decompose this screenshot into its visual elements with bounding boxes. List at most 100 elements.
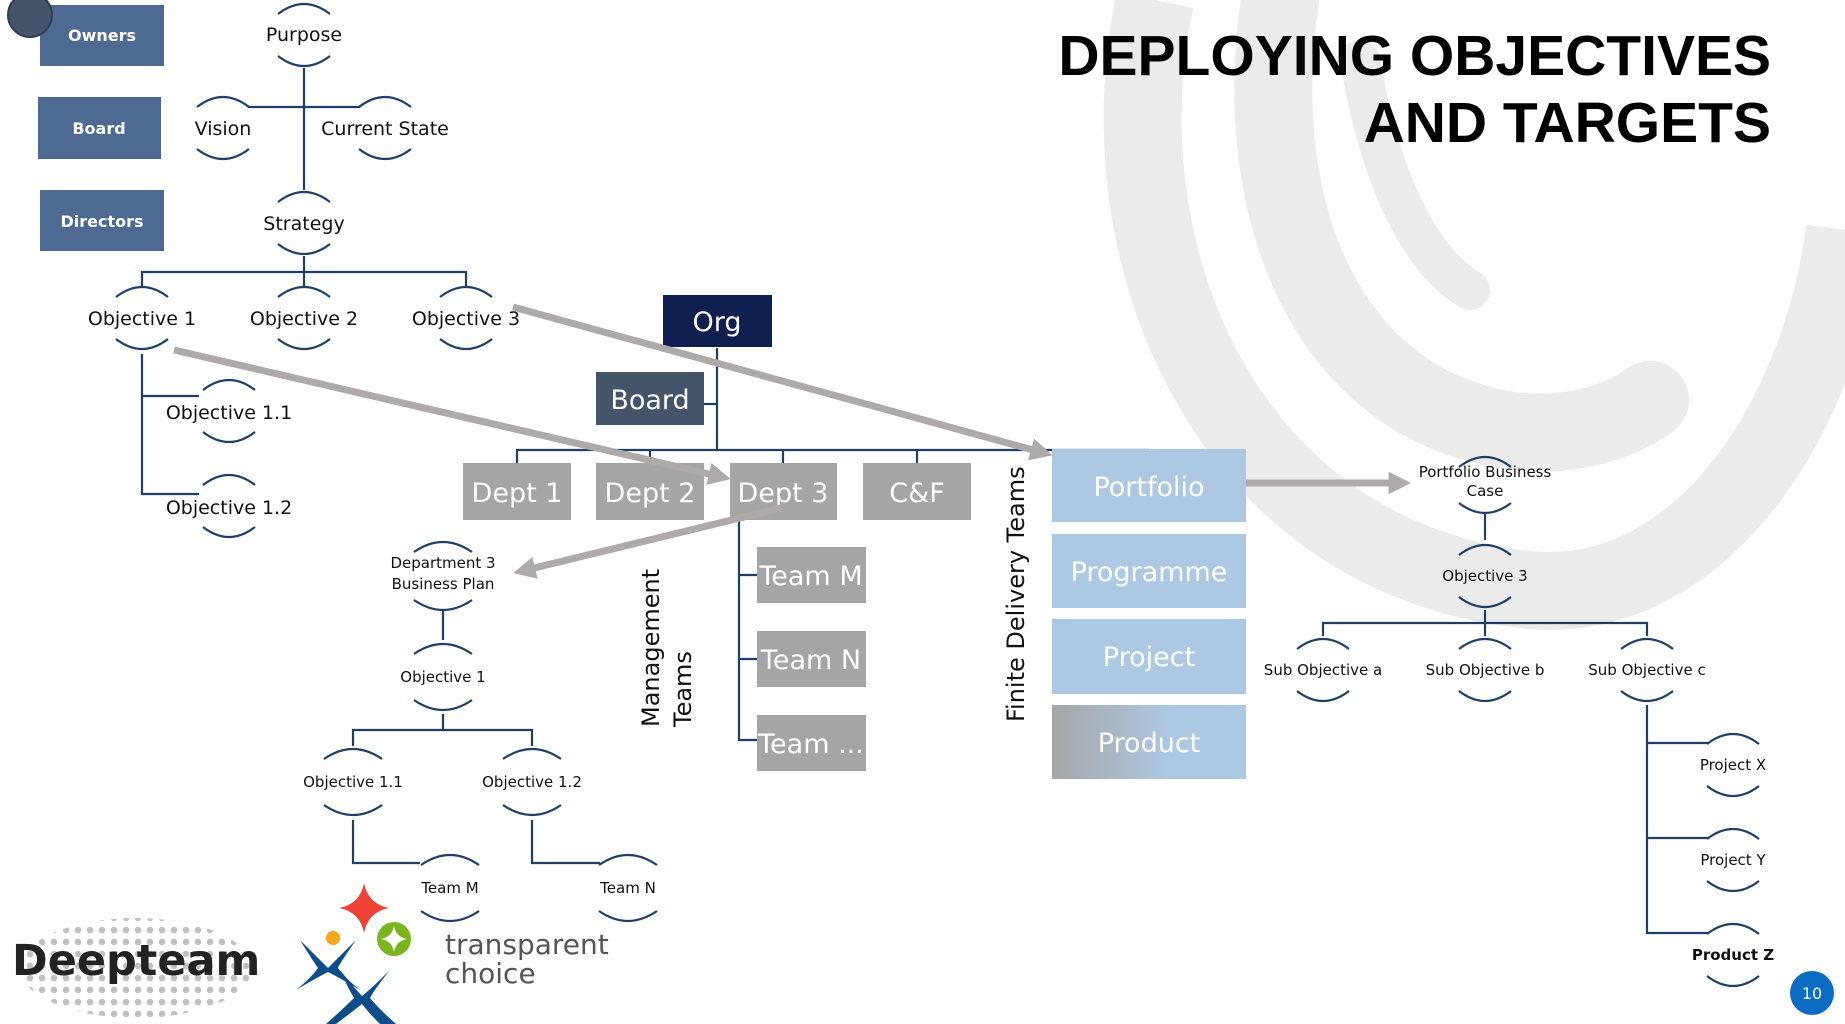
board-label: Board — [610, 385, 689, 416]
node-arc-top-sub-objective-a — [1296, 637, 1350, 650]
node-arc-bottom-dept-objective-1-2 — [502, 804, 562, 816]
node-arc-top-sub-objective-c — [1620, 637, 1674, 650]
page-number-badge: 10 — [1790, 971, 1834, 1015]
node-arc-top-project-y — [1706, 827, 1760, 840]
node-case-objective-3: Objective 3 — [1442, 567, 1527, 585]
node-arc-bottom-dept-objective-1-1 — [323, 804, 383, 816]
node-arc-bottom-objective-2 — [277, 338, 331, 351]
node-project-x: Project X — [1700, 756, 1766, 774]
orange-dot-icon — [326, 931, 340, 945]
transparent-choice-line1: transparent — [445, 928, 609, 961]
dept-box-3 — [730, 463, 837, 520]
page-number-circle — [1790, 971, 1834, 1015]
node-arc-top-dept-team-n — [598, 854, 658, 866]
dept-plan-connectors — [351, 610, 600, 865]
node-arc-top-objective-1 — [115, 285, 169, 298]
role-label-owners: Owners — [68, 26, 136, 45]
team-label-other: Team ... — [757, 729, 864, 760]
node-dept3-plan-line2: Business Plan — [392, 575, 495, 593]
blue-person-icon-1 — [296, 940, 360, 990]
node-arc-top-dept-objective-1-1 — [323, 748, 383, 760]
node-arc-bottom-objective-1-2 — [202, 526, 256, 539]
node-product-z: Product Z — [1692, 946, 1774, 964]
node-current-state: Current State — [321, 118, 449, 140]
node-objective-3: Objective 3 — [412, 308, 520, 330]
node-arc-bottom-portfolio-case — [1458, 502, 1512, 515]
background-arc-hook — [1340, 40, 1490, 310]
green-circle-star-icon — [381, 926, 407, 952]
node-arc-bottom-case-objective-3 — [1458, 596, 1512, 609]
node-dept-team-m: Team M — [420, 879, 478, 897]
node-sub-objective-b: Sub Objective b — [1426, 661, 1545, 679]
node-objective-1-1: Objective 1.1 — [166, 402, 292, 424]
board-box — [596, 372, 704, 425]
role-legend: Owners Board Directors — [7, 0, 164, 251]
transparent-choice-line2: choice — [445, 957, 536, 990]
slide-title-line1: DEPLOYING OBJECTIVES — [1058, 24, 1771, 88]
role-box-directors — [40, 190, 164, 251]
flow-arrows — [173, 303, 1411, 579]
background-swirl — [1103, 0, 1845, 630]
role-box-owners — [40, 5, 164, 66]
node-sub-objective-c: Sub Objective c — [1588, 661, 1705, 679]
transparent-choice-logo: transparent choice — [296, 883, 609, 1024]
node-arc-bottom-sub-objective-b — [1458, 690, 1512, 703]
delivery-box-portfolio — [1052, 449, 1246, 522]
team-label-n: Team N — [760, 645, 861, 676]
role-label-board: Board — [72, 119, 125, 138]
node-arc-bottom-purpose — [277, 55, 331, 68]
node-portfolio-case-line2: Case — [1467, 482, 1504, 500]
node-arc-bottom-product-z — [1706, 975, 1760, 988]
portfolio-case-labels: Portfolio Business Case Objective 3 Sub … — [1264, 463, 1774, 964]
strategy-tree-connectors — [140, 68, 468, 496]
node-arc-bottom-project-y — [1706, 880, 1760, 893]
role-label-directors: Directors — [60, 212, 143, 231]
dept-label-1: Dept 1 — [472, 478, 563, 509]
node-sub-objective-a: Sub Objective a — [1264, 661, 1382, 679]
finite-delivery-teams-label: Finite Delivery Teams — [1002, 466, 1030, 722]
arrow-objective3-to-portfolio — [512, 303, 1053, 461]
node-arc-top-dept-objective-1-2 — [502, 748, 562, 760]
node-arc-top-objective-3 — [439, 285, 493, 298]
node-vision: Vision — [195, 118, 252, 140]
arrow-objective1-to-dept3 — [173, 346, 731, 485]
node-arc-top-strategy — [277, 190, 331, 203]
node-dept-objective-1-1: Objective 1.1 — [303, 773, 403, 791]
node-arc-top-project-x — [1706, 732, 1760, 745]
management-teams-label-line1: Management — [637, 569, 665, 727]
delivery-label-programme: Programme — [1071, 557, 1228, 588]
dept-box-1 — [463, 463, 571, 520]
background-arc-outer — [1103, 0, 1845, 630]
page-number: 10 — [1802, 984, 1822, 1003]
node-arc-top-product-z — [1706, 922, 1760, 935]
team-box-other — [757, 715, 866, 771]
node-arc-bottom-vision — [196, 148, 250, 161]
delivery-label-portfolio: Portfolio — [1093, 472, 1204, 503]
dept-label-2: Dept 2 — [605, 478, 696, 509]
node-arc-top-purpose — [277, 2, 331, 15]
node-arc-bottom-strategy — [277, 243, 331, 256]
node-dept3-plan-line1: Department 3 — [390, 554, 495, 572]
role-box-board — [38, 97, 161, 159]
node-objective-1: Objective 1 — [88, 308, 196, 330]
node-portfolio-case-line1: Portfolio Business — [1419, 463, 1552, 481]
org-box — [663, 295, 772, 347]
slide-title-line2: AND TARGETS — [1364, 91, 1771, 155]
node-arc-bottom-dept-objective-1 — [413, 699, 473, 711]
org-label: Org — [692, 307, 741, 338]
node-project-y: Project Y — [1700, 851, 1766, 869]
dept-plan-labels: Department 3 Business Plan Objective 1 O… — [303, 554, 656, 897]
node-arc-top-dept3-plan — [413, 541, 473, 553]
team-box-m — [757, 547, 866, 603]
node-arc-top-current-state — [358, 95, 412, 108]
background-arc-inner — [1234, 0, 1689, 472]
node-arc-top-case-objective-3 — [1458, 543, 1512, 556]
node-arc-bottom-objective-1-1 — [202, 431, 256, 444]
node-arc-top-objective-1-2 — [202, 473, 256, 486]
node-arc-top-objective-2 — [277, 285, 331, 298]
management-teams-label-line2: Teams — [669, 651, 697, 728]
node-arc-top-objective-1-1 — [202, 378, 256, 391]
deepteam-wordmark: Deepteam — [12, 936, 260, 986]
delivery-box-product — [1052, 705, 1246, 779]
